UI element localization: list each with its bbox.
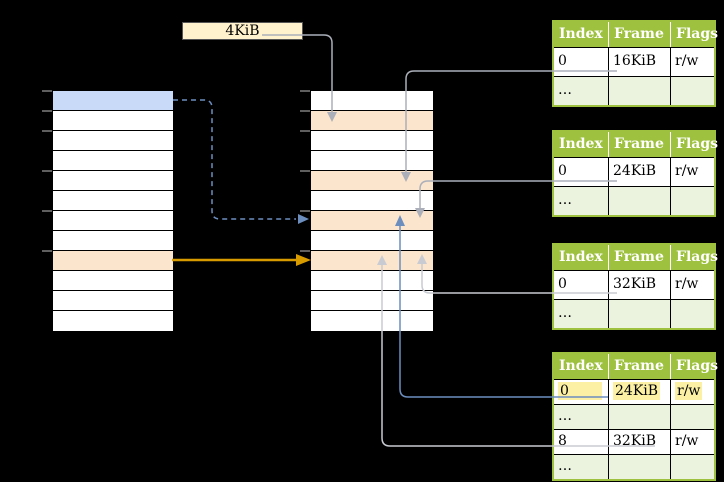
frame-24kib — [311, 211, 433, 231]
col-header-index: Index — [559, 249, 603, 265]
frame-0 — [311, 91, 433, 111]
col-header-frame: Frame — [608, 132, 670, 157]
virtual-page-0 — [53, 91, 173, 111]
frame-28kib — [311, 231, 433, 251]
col-header-flags: Flags — [670, 132, 718, 157]
table-row-ellipsis: … — [554, 404, 714, 429]
virtual-memory-column — [52, 90, 174, 332]
frame-36kib — [311, 271, 433, 291]
arrow-virtualpage8-to-frame32kib — [172, 254, 311, 266]
table-row: 0 16KiB r/w — [554, 47, 714, 76]
frame-4kib — [311, 111, 433, 131]
frame-20kib — [311, 191, 433, 211]
virtual-page-1 — [53, 111, 173, 131]
virtual-page-7 — [53, 231, 173, 251]
virtual-page-8 — [53, 251, 173, 271]
col-header-flags: Flags — [670, 354, 718, 379]
highlighted-value: 24KiB — [613, 382, 661, 400]
col-header-index: Index — [559, 136, 603, 152]
highlighted-value: 0 — [558, 382, 602, 400]
table-row-ellipsis: … — [554, 186, 714, 215]
frame-40kib — [311, 291, 433, 311]
table-row: 0 24KiB r/w — [554, 157, 714, 186]
col-header-frame: Frame — [608, 245, 670, 270]
col-header-index: Index — [559, 26, 603, 42]
table-row-ellipsis: … — [554, 299, 714, 328]
table-row-highlighted: 0 24KiB r/w — [554, 379, 714, 404]
frame-44kib — [311, 311, 433, 331]
table-row: 0 32KiB r/w — [554, 270, 714, 299]
page-size-label: 4KiB — [182, 22, 303, 40]
virtual-page-5 — [53, 191, 173, 211]
arrow-virtualpage0-to-frame24kib — [173, 99, 309, 224]
virtual-page-2 — [53, 131, 173, 151]
frame-32kib — [311, 251, 433, 271]
col-header-flags: Flags — [670, 22, 718, 47]
frame-12kib — [311, 151, 433, 171]
table-row-ellipsis: … — [554, 76, 714, 105]
frame-16kib — [311, 171, 433, 191]
table-row-ellipsis: … — [554, 454, 714, 479]
virtual-page-10 — [53, 291, 173, 311]
physical-memory-column — [310, 90, 434, 332]
page-table-24kib: Index Frame Flags 0 24KiB r/w … — [552, 130, 718, 217]
col-header-flags: Flags — [670, 245, 718, 270]
table-row: 8 32KiB r/w — [554, 429, 714, 454]
col-header-frame: Frame — [608, 354, 670, 379]
page-table-16kib: Index Frame Flags 0 16KiB r/w … — [552, 20, 718, 107]
virtual-page-6 — [53, 211, 173, 231]
page-table-32kib: Index Frame Flags 0 32KiB r/w … — [552, 243, 718, 330]
virtual-page-9 — [53, 271, 173, 291]
virtual-page-4 — [53, 171, 173, 191]
virtual-page-3 — [53, 151, 173, 171]
virtual-page-11 — [53, 311, 173, 331]
highlighted-value: r/w — [675, 382, 703, 400]
col-header-index: Index — [559, 358, 603, 374]
page-table-level1: Index Frame Flags 0 24KiB r/w … 8 32KiB … — [552, 352, 718, 481]
frame-8kib — [311, 131, 433, 151]
col-header-frame: Frame — [608, 22, 670, 47]
